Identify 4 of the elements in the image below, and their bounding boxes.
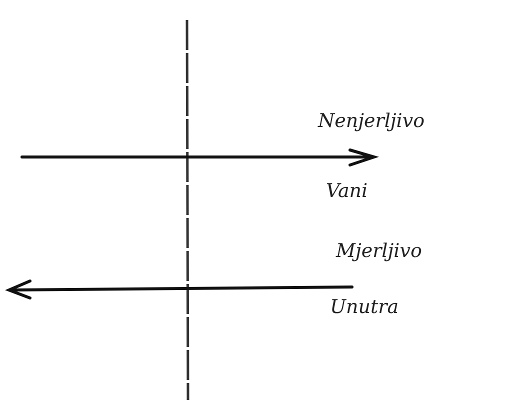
axis-label: Mjerljivo xyxy=(336,240,422,262)
axis-label: Vani xyxy=(326,180,368,202)
axis-label: Unutra xyxy=(330,296,399,318)
axis-label: Nenjerljivo xyxy=(318,110,425,132)
